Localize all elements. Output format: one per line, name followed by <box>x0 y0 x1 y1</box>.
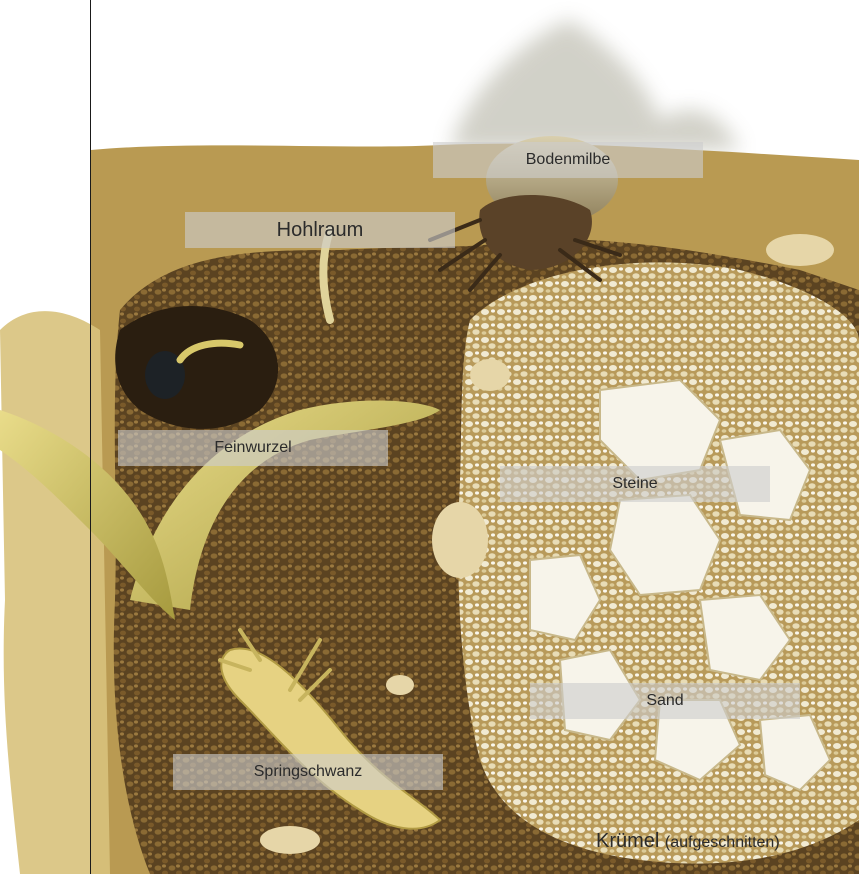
caption-main: Krümel <box>596 830 659 852</box>
label-feinwurzel: Feinwurzel <box>118 430 388 466</box>
label-springschwanz: Springschwanz <box>173 754 443 790</box>
caption-kruemel: Krümel (aufgeschnitten) <box>596 830 780 853</box>
label-steine: Steine <box>500 466 770 502</box>
faded-plant <box>450 20 740 150</box>
caption-sub: (aufgeschnitten) <box>665 834 780 851</box>
label-bodenmilbe: Bodenmilbe <box>433 142 703 178</box>
left-margin-rule <box>90 0 91 874</box>
soil-left-edge <box>0 311 110 874</box>
label-hohlraum: Hohlraum <box>185 212 455 248</box>
label-sand: Sand <box>530 683 800 719</box>
